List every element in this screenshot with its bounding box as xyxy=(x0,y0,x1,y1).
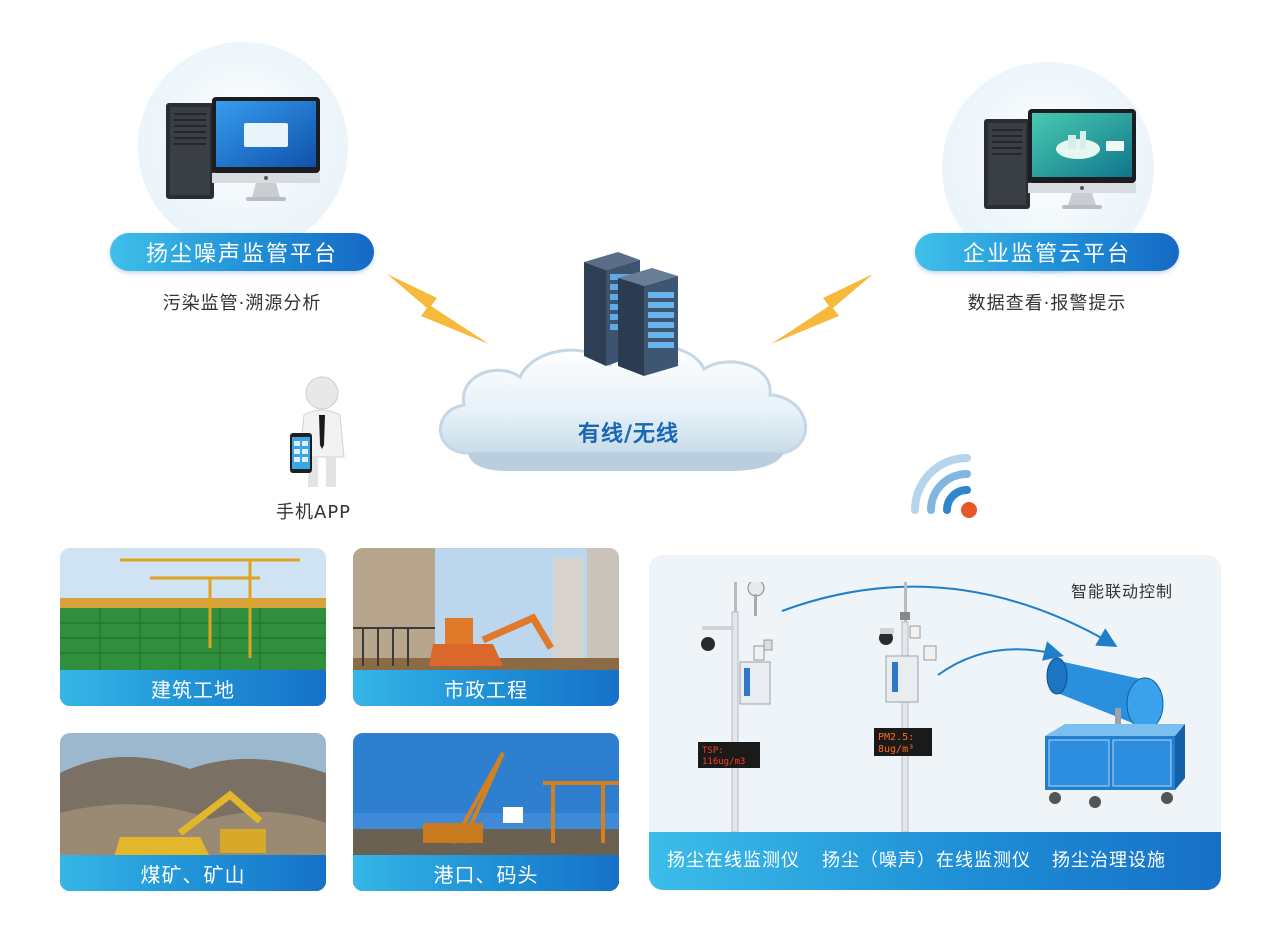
network-label: 有线/无线 xyxy=(578,416,679,448)
left-platform-subtitle: 污染监管·溯源分析 xyxy=(110,289,374,315)
device-label-dust-monitor: 扬尘在线监测仪 xyxy=(667,846,800,872)
scene-label-port: 港口、码头 xyxy=(353,855,619,891)
scene-tile-port: 港口、码头 xyxy=(353,733,619,891)
fog-cannon-device xyxy=(1035,640,1185,810)
monitor1-display-line1: TSP: xyxy=(702,746,724,756)
monitor1-display-line2: 116ug/m3 xyxy=(702,757,745,767)
right-platform-title: 企业监管云平台 xyxy=(915,233,1179,271)
mobile-app-label: 手机APP xyxy=(276,498,351,524)
right-computer-icon xyxy=(980,105,1140,213)
smart-linkage-label: 智能联动控制 xyxy=(1071,578,1173,602)
scene-label-municipal: 市政工程 xyxy=(353,670,619,706)
device-label-dust-control: 扬尘治理设施 xyxy=(1052,846,1166,872)
monitor2-display-line2: 8ug/m³ xyxy=(878,744,914,755)
device-label-dust-noise-monitor: 扬尘（噪声）在线监测仪 xyxy=(822,846,1031,872)
wifi-icon xyxy=(905,448,990,523)
left-computer-icon xyxy=(160,95,325,205)
left-platform-title: 扬尘噪声监管平台 xyxy=(110,233,374,271)
scene-label-mining: 煤矿、矿山 xyxy=(60,855,326,891)
server-rack-icon xyxy=(578,248,686,378)
dust-monitor-device: TSP: 116ug/m3 xyxy=(698,582,778,832)
scene-tile-municipal: 市政工程 xyxy=(353,548,619,706)
scene-tile-construction: 建筑工地 xyxy=(60,548,326,706)
scene-tile-mining: 煤矿、矿山 xyxy=(60,733,326,891)
mobile-user-icon xyxy=(288,375,358,490)
scene-label-construction: 建筑工地 xyxy=(60,670,326,706)
dust-noise-monitor-device: PM2.5: 8ug/m³ xyxy=(870,582,950,832)
right-platform-subtitle: 数据查看·报警提示 xyxy=(915,289,1179,315)
monitor2-display-line1: PM2.5: xyxy=(878,732,914,743)
